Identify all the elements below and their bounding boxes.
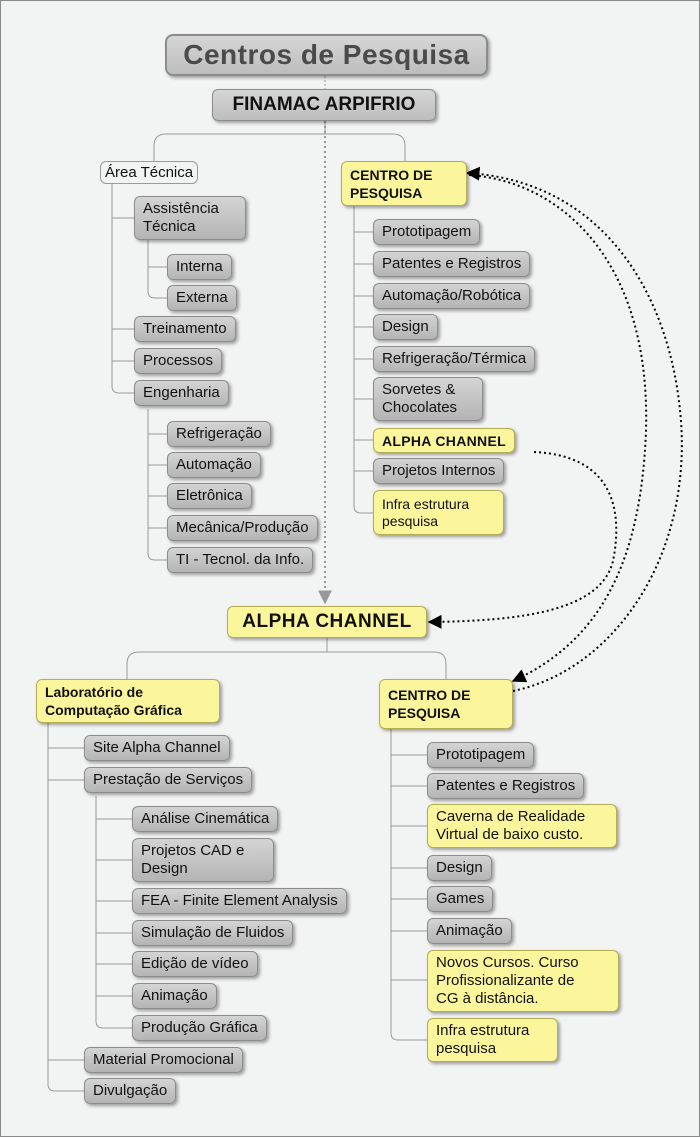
servico-fea-node: FEA - Finite Element Analysis <box>132 888 347 914</box>
cp2-prototipagem-node: Prototipagem <box>427 742 535 768</box>
cp1-projetos-internos-node: Projetos Internos <box>373 458 505 484</box>
servico-animacao-node: Animação <box>132 983 217 1009</box>
servico-simulacao-fluidos-node: Simulação de Fluidos <box>132 920 294 946</box>
finamac-arpifrio-node: FINAMAC ARPIFRIO <box>212 89 436 121</box>
cp2-animacao-node: Animação <box>427 918 512 944</box>
treinamento-node: Treinamento <box>134 316 236 342</box>
cp2-patentes-node: Patentes e Registros <box>427 773 585 799</box>
processos-node: Processos <box>134 348 223 374</box>
site-alpha-channel-node: Site Alpha Channel <box>84 735 230 761</box>
laboratorio-cg-node: Laboratório de Computação Gráfica <box>36 679 220 723</box>
cp2-games-node: Games <box>427 886 494 912</box>
cp1-infra-node: Infra estrutura pesquisa <box>373 490 504 535</box>
eng-ti-node: TI - Tecnol. da Info. <box>167 547 314 573</box>
centro-pesquisa-finamac-node: CENTRO DE PESQUISA <box>341 161 467 206</box>
engenharia-node: Engenharia <box>134 380 229 406</box>
diagram-title: Centros de Pesquisa <box>165 34 488 76</box>
servico-analise-cinematica-node: Análise Cinemática <box>132 806 279 832</box>
material-promocional-node: Material Promocional <box>84 1047 243 1073</box>
centro-pesquisa-alpha-node: CENTRO DE PESQUISA <box>379 679 513 729</box>
area-tecnica-node: Área Técnica <box>100 161 199 184</box>
cp2-infra-node: Infra estrutura pesquisa <box>427 1018 558 1062</box>
servico-edicao-video-node: Edição de vídeo <box>132 951 258 977</box>
eng-automacao-node: Automação <box>167 452 261 478</box>
interna-node: Interna <box>167 254 232 280</box>
eng-refrigeracao-node: Refrigeração <box>167 421 271 447</box>
alpha-channel-node: ALPHA CHANNEL <box>227 606 427 638</box>
cp2-novos-cursos-node: Novos Cursos. Curso Profissionalizante d… <box>427 950 619 1012</box>
cp1-prototipagem-node: Prototipagem <box>373 219 481 245</box>
divulgacao-node: Divulgação <box>84 1078 177 1104</box>
cp1-refrigeracao-termica-node: Refrigeração/Térmica <box>373 346 536 372</box>
servico-producao-grafica-node: Produção Gráfica <box>132 1015 267 1041</box>
cp1-automacao-robotica-node: Automação/Robótica <box>373 283 531 309</box>
cp2-caverna-realidade-node: Caverna de Realidade Virtual de baixo cu… <box>427 804 617 848</box>
cp1-alpha-channel-node: ALPHA CHANNEL <box>373 428 515 453</box>
assistencia-tecnica-node: Assistência Técnica <box>134 196 246 240</box>
cp1-design-node: Design <box>373 314 438 340</box>
cp2-design-node: Design <box>427 855 492 881</box>
eng-mecanica-node: Mecânica/Produção <box>167 515 318 541</box>
prestacao-servicos-node: Prestação de Serviços <box>84 767 253 793</box>
cp1-patentes-node: Patentes e Registros <box>373 251 531 277</box>
cp1-sorvetes-node: Sorvetes & Chocolates <box>373 377 483 421</box>
eng-eletronica-node: Eletrônica <box>167 483 252 509</box>
servico-projetos-cad-node: Projetos CAD e Design <box>132 838 274 882</box>
externa-node: Externa <box>167 285 237 311</box>
